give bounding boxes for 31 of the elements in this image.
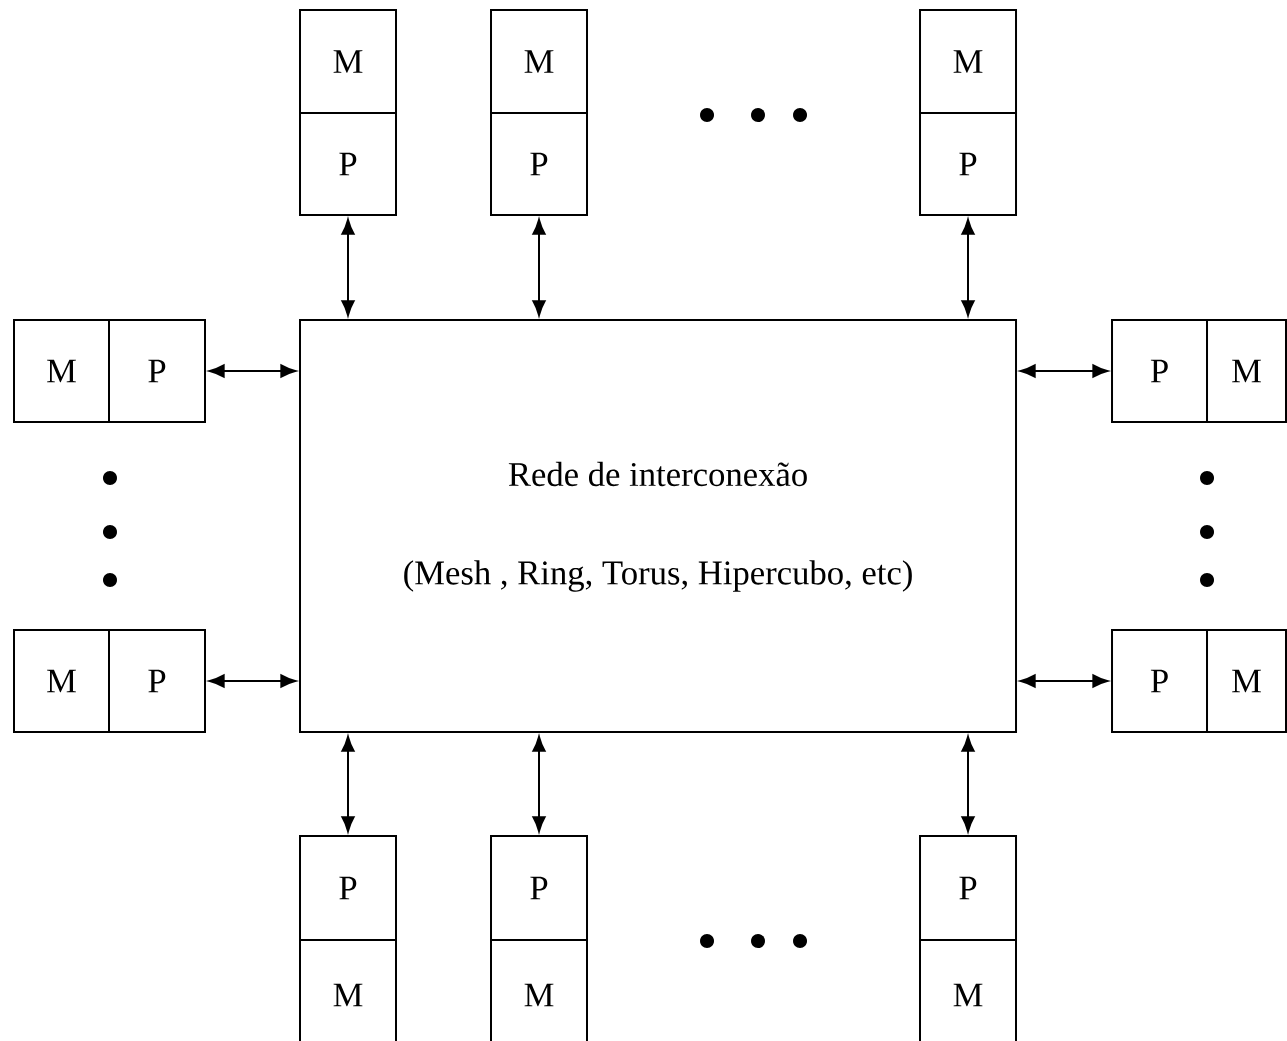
module-box: P <box>1111 319 1208 423</box>
arrow <box>341 218 355 317</box>
arrow <box>532 218 546 317</box>
module-box: M <box>919 9 1017 114</box>
module-box: P <box>299 835 397 941</box>
arrow <box>961 218 975 317</box>
arrow <box>208 364 297 378</box>
module-box: P <box>1111 629 1208 733</box>
module-box: P <box>490 112 588 216</box>
module-box: P <box>299 112 397 216</box>
module-box: M <box>299 9 397 114</box>
module-box: M <box>490 939 588 1041</box>
module-box: M <box>13 319 110 423</box>
module-box: M <box>919 939 1017 1041</box>
arrow <box>208 674 297 688</box>
module-box: M <box>13 629 110 733</box>
network-box: Rede de interconexão (Mesh , Ring, Torus, Hipercubo, etc) <box>299 319 1017 733</box>
module-box: M <box>1206 319 1287 423</box>
arrow <box>1019 364 1109 378</box>
module-box: M <box>490 9 588 114</box>
module-box: P <box>919 112 1017 216</box>
module-box: M <box>299 939 397 1041</box>
module-box: M <box>1206 629 1287 733</box>
module-box: P <box>108 319 206 423</box>
arrow <box>961 735 975 833</box>
arrow <box>1019 674 1109 688</box>
module-box: P <box>919 835 1017 941</box>
arrow <box>532 735 546 833</box>
module-box: P <box>490 835 588 941</box>
arrow <box>341 735 355 833</box>
module-box: P <box>108 629 206 733</box>
